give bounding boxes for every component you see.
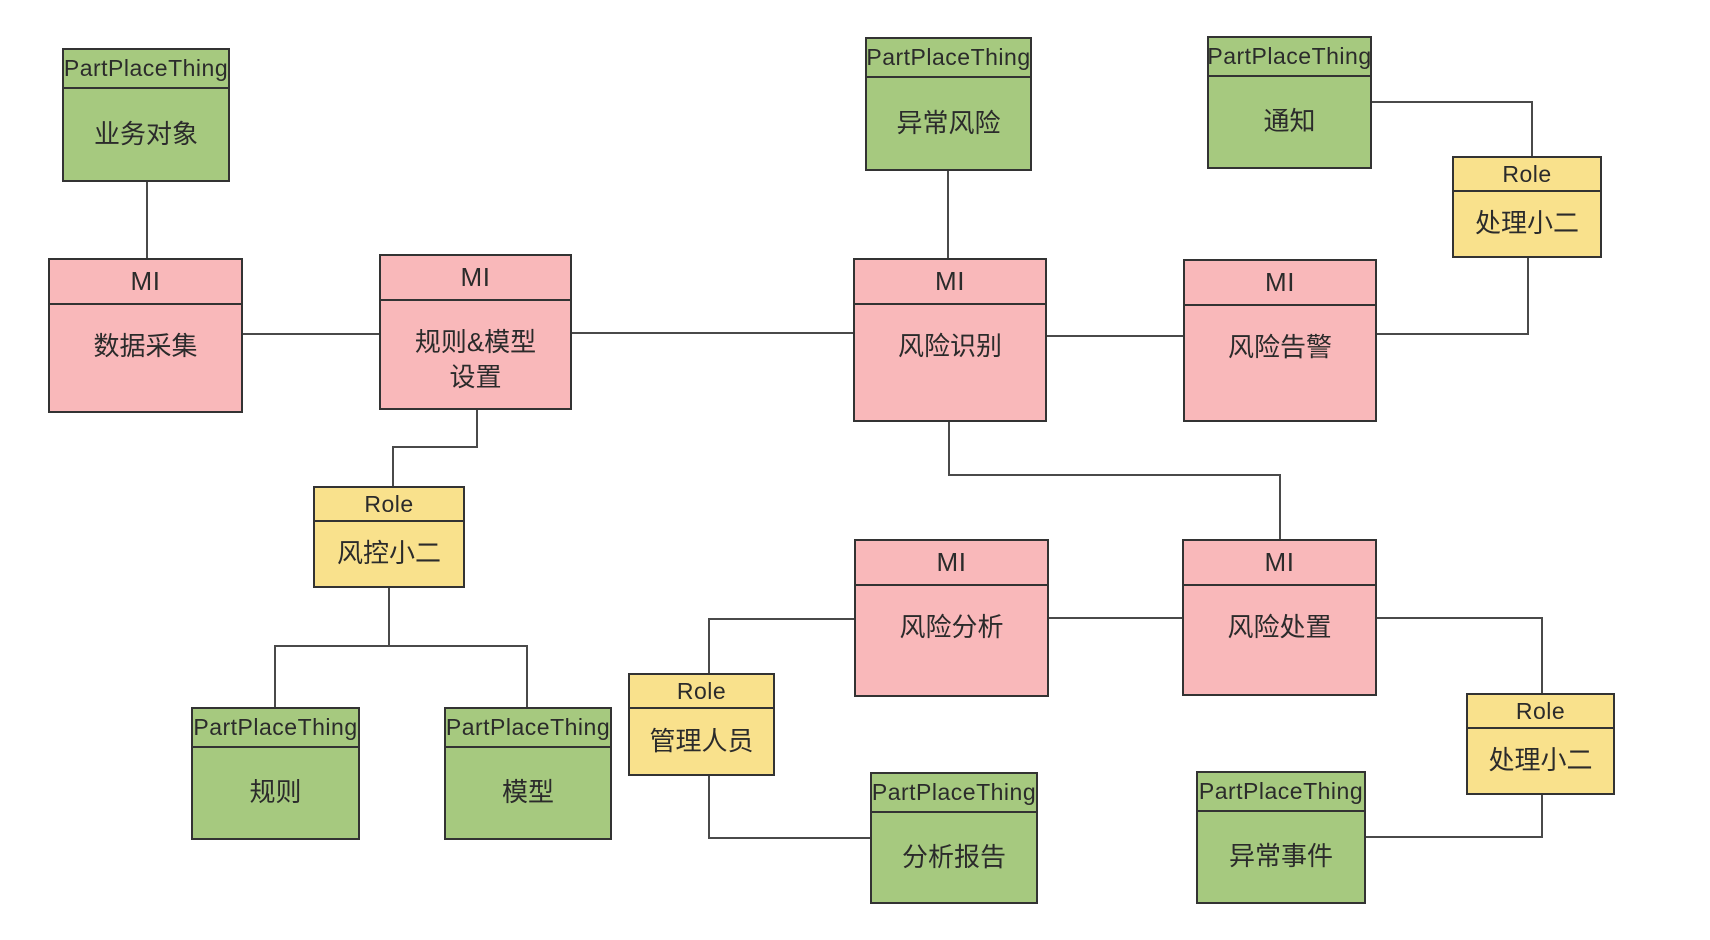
edge-rule-model-setting-risk-control [392,410,478,486]
node-risk-control: Role 风控小二 [313,486,465,588]
node-rule: PartPlaceThing 规则 [191,707,360,840]
node-label: 规则&模型 设置 [414,327,537,393]
node-type-label: Role [315,488,463,522]
node-label: 处理小二 [1474,208,1579,239]
node-label: 数据采集 [93,331,198,361]
node-type-label: MI [1185,261,1375,306]
node-label: 管理人员 [649,725,754,756]
node-label: 分析报告 [901,841,1006,872]
edge-risk-control-rule-model [274,645,528,707]
node-risk-disposal: MI 风险处置 [1182,539,1377,696]
node-analysis-report: PartPlaceThing 分析报告 [870,772,1038,904]
node-type-label: MI [50,260,241,305]
node-manager: Role 管理人员 [628,673,775,776]
node-label: 业务对象 [93,118,198,149]
node-abnormal-risk: PartPlaceThing 异常风险 [865,37,1032,171]
node-label: 模型 [501,777,554,808]
node-data-collection: MI 数据采集 [48,258,243,413]
node-rule-model-setting: MI 规则&模型 设置 [379,254,572,410]
node-label: 风险处置 [1227,612,1332,642]
node-type-label: MI [1184,541,1375,586]
node-risk-alert: MI 风险告警 [1183,259,1377,422]
node-type-label: PartPlaceThing [446,709,610,748]
node-business-object: PartPlaceThing 业务对象 [62,48,230,182]
node-type-label: MI [855,260,1045,305]
node-label: 风控小二 [336,538,441,569]
node-risk-identification: MI 风险识别 [853,258,1047,422]
node-type-label: PartPlaceThing [866,39,1030,78]
node-label: 风险告警 [1227,332,1332,362]
node-abnormal-event: PartPlaceThing 异常事件 [1196,771,1366,904]
edge-handler-top-risk-alert [1377,258,1529,335]
node-handler-bottom: Role 处理小二 [1466,693,1615,795]
node-type-label: MI [856,541,1047,586]
node-risk-analysis: MI 风险分析 [854,539,1049,697]
edge-handler-bottom-abnormal-event [1366,795,1543,838]
node-label: 规则 [249,777,302,808]
node-type-label: Role [1468,695,1613,729]
node-type-label: PartPlaceThing [193,709,358,748]
node-label: 异常事件 [1228,841,1333,872]
node-type-label: Role [1454,158,1600,192]
edge-manager-analysis-report [708,776,870,839]
node-type-label: PartPlaceThing [64,50,228,89]
node-type-label: PartPlaceThing [1198,773,1364,812]
node-label: 风险识别 [897,331,1002,361]
node-label: 异常风险 [896,107,1001,138]
node-label: 处理小二 [1488,745,1593,776]
node-notification: PartPlaceThing 通知 [1207,36,1372,169]
node-type-label: MI [381,256,570,301]
edge-risk-identification-risk-disposal [948,422,1281,539]
edge-risk-analysis-manager [708,618,854,673]
node-label: 通知 [1263,106,1316,137]
edge-notification-handler-top [1372,101,1533,156]
node-type-label: Role [630,675,773,709]
node-type-label: PartPlaceThing [1207,38,1371,77]
edge-risk-disposal-handler-bottom [1377,617,1543,693]
node-handler-top: Role 处理小二 [1452,156,1602,258]
node-model: PartPlaceThing 模型 [444,707,612,840]
node-label: 风险分析 [899,612,1004,642]
node-type-label: PartPlaceThing [872,774,1036,813]
